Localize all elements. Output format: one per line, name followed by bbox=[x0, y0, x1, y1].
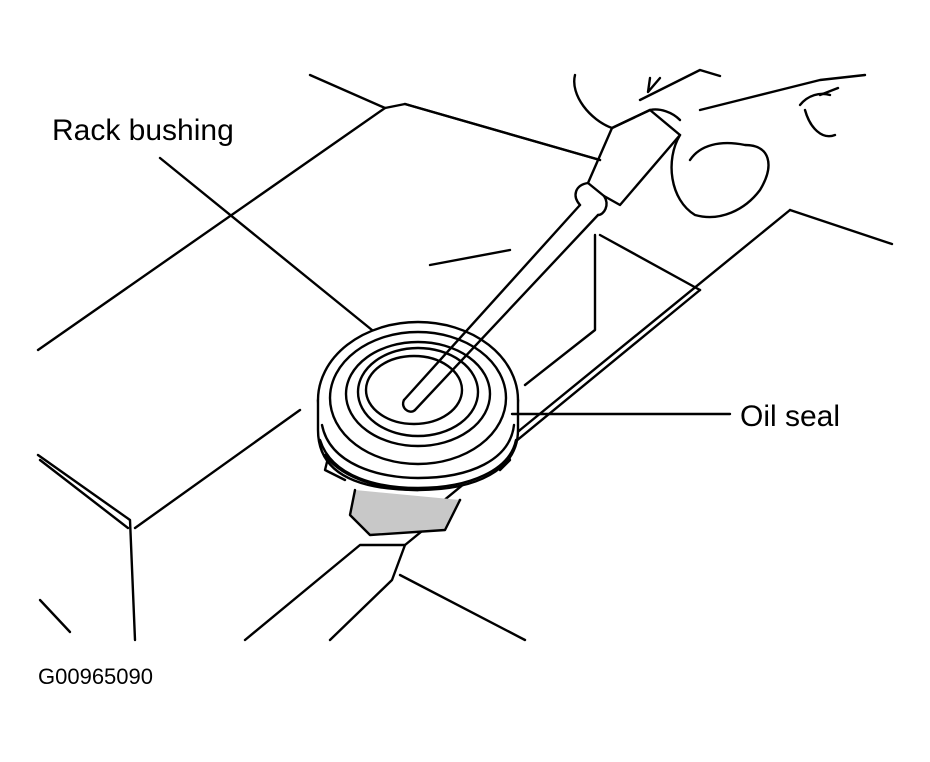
oil-seal bbox=[318, 322, 518, 490]
rack-bushing-leader bbox=[160, 158, 372, 330]
leader-lines bbox=[160, 158, 730, 414]
rack-bushing-label: Rack bushing bbox=[52, 114, 234, 147]
oil-seal-label: Oil seal bbox=[740, 400, 841, 433]
figure-id: G00965090 bbox=[38, 664, 153, 689]
hand bbox=[574, 70, 865, 217]
screwdriver bbox=[403, 110, 680, 412]
